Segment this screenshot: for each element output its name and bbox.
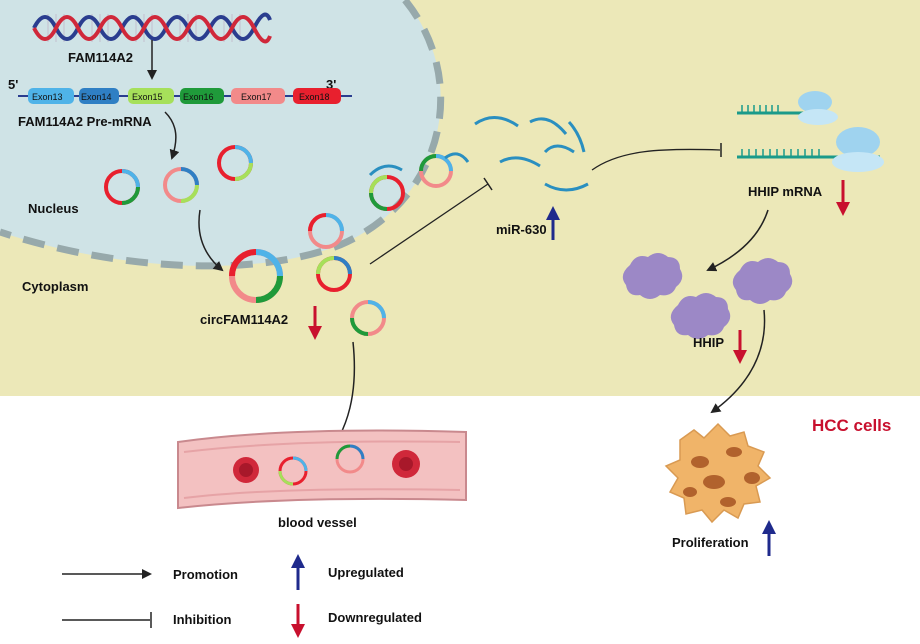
exon16-label: Exon16 <box>183 92 214 102</box>
nuclear-membrane <box>0 0 445 270</box>
five-prime-label: 5' <box>8 77 18 92</box>
downregulated-legend-label: Downregulated <box>328 610 422 625</box>
cell-type-label: HCC cells <box>812 416 891 435</box>
pre-mrna-label: FAM114A2 Pre-mRNA <box>18 114 152 129</box>
exon13-label: Exon13 <box>32 92 63 102</box>
mrna-down-arrow-icon <box>836 180 850 216</box>
circrna-ring <box>316 256 352 292</box>
circrna-ring <box>419 154 453 188</box>
exon18-label: Exon18 <box>299 92 330 102</box>
gene-label: FAM114A2 <box>68 50 133 65</box>
exon14-box <box>79 88 119 104</box>
exon16-box <box>180 88 224 104</box>
three-prime-label: 3' <box>326 77 336 92</box>
upregulated-legend-icon <box>291 554 305 590</box>
mirna-up-arrow-icon <box>546 206 560 240</box>
legend: Promotion Inhibition Upregulated Downreg… <box>62 554 422 638</box>
promotion-legend-label: Promotion <box>173 567 238 582</box>
exon-row: Exon13 Exon14 Exon15 Exon16 Exon17 Exon1… <box>28 88 341 104</box>
exon18-box <box>293 88 341 104</box>
circrna-ring <box>163 167 199 203</box>
outcome-label: Proliferation <box>672 535 749 550</box>
bound-mirna-icon <box>444 152 470 163</box>
exon17-label: Exon17 <box>241 92 272 102</box>
tumor-cells-icon <box>664 422 772 524</box>
exon15-box <box>128 88 174 104</box>
protein-label: HHIP <box>693 335 724 350</box>
exon15-label: Exon15 <box>132 92 163 102</box>
inhibition-legend-label: Inhibition <box>173 612 232 627</box>
splicing-arrow <box>164 111 180 160</box>
bound-mirna-icon <box>368 164 403 177</box>
circrna-label: circFAM114A2 <box>200 312 288 327</box>
mirna-label: miR-630 <box>496 222 547 237</box>
circrna-ring <box>350 300 386 336</box>
inhibition-bar <box>483 177 493 191</box>
dna-helix-icon <box>32 12 272 44</box>
protein-down-arrow-icon <box>733 330 747 364</box>
proliferation-arrow <box>710 309 766 414</box>
circrna-down-arrow-icon <box>308 306 322 340</box>
circrna-inhibits-mirna-line <box>369 183 489 265</box>
circrna-ring-large <box>229 249 283 303</box>
circrna-ring <box>104 169 140 205</box>
mrna-label: HHIP mRNA <box>748 184 823 199</box>
circrna-rings <box>104 145 453 336</box>
circrna-ring <box>369 175 405 211</box>
hhip-mrna-icon <box>737 91 884 172</box>
blood-vessel-icon <box>177 429 467 510</box>
cytoplasm-label: Cytoplasm <box>22 279 88 294</box>
circularization-arrow <box>198 209 224 272</box>
outcome-up-arrow-icon <box>762 520 776 556</box>
exon14-label: Exon14 <box>81 92 112 102</box>
vessel-label: blood vessel <box>278 515 357 530</box>
downregulated-legend-icon <box>291 604 305 638</box>
mirna-inhibits-mrna-line <box>591 148 721 171</box>
nucleus-label: Nucleus <box>28 201 79 216</box>
hhip-protein-icon <box>622 253 793 339</box>
mirna-cluster-icon <box>474 116 589 192</box>
circrna-ring <box>217 145 253 181</box>
translation-arrow <box>706 209 769 272</box>
exon17-box <box>231 88 285 104</box>
upregulated-legend-label: Upregulated <box>328 565 404 580</box>
exon13-box <box>28 88 74 104</box>
circrna-ring <box>308 213 344 249</box>
